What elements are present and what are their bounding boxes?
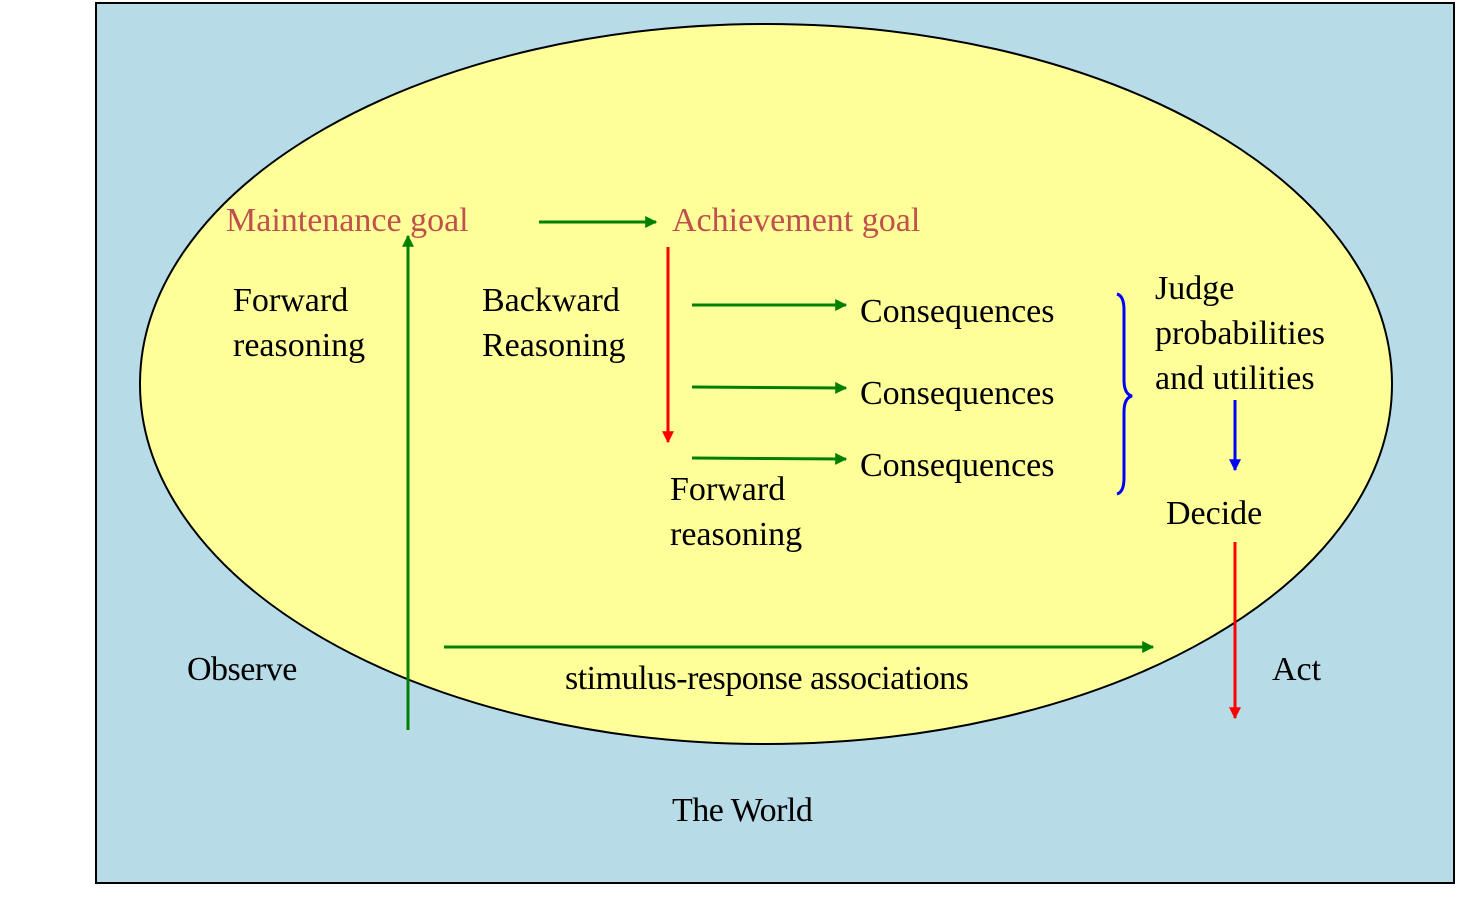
backward-reasoning-line2: Reasoning [482,327,626,364]
judge-line3: and utilities [1155,360,1315,397]
consequence-arrow-2 [691,381,848,394]
forward-reasoning-mid-line2: reasoning [670,516,803,553]
consequences-label-3: Consequences [860,447,1055,484]
decide-label: Decide [1166,495,1263,532]
judge-line2: probabilities [1155,315,1325,352]
forward-reasoning-left-line2: reasoning [233,327,366,364]
judge-line1: Judge [1155,270,1235,307]
consequences-label-1: Consequences [860,293,1055,330]
consequences-label-2: Consequences [860,375,1055,412]
mind-ellipse [139,23,1393,745]
maintenance-goal-label: Maintenance goal [226,202,469,239]
observe-label: Observe [187,651,297,688]
backward-reasoning-line1: Backward [482,282,620,319]
forward-reasoning-mid-line1: Forward [670,471,786,508]
forward-reasoning-left-line1: Forward [233,282,349,319]
act-label: Act [1272,651,1322,688]
achievement-goal-label: Achievement goal [672,202,921,239]
world-label: The World [672,792,813,829]
consequence-arrow-3 [691,452,848,465]
stimulus-response-label: stimulus-response associations [565,660,969,697]
curly-brace [1116,292,1133,496]
